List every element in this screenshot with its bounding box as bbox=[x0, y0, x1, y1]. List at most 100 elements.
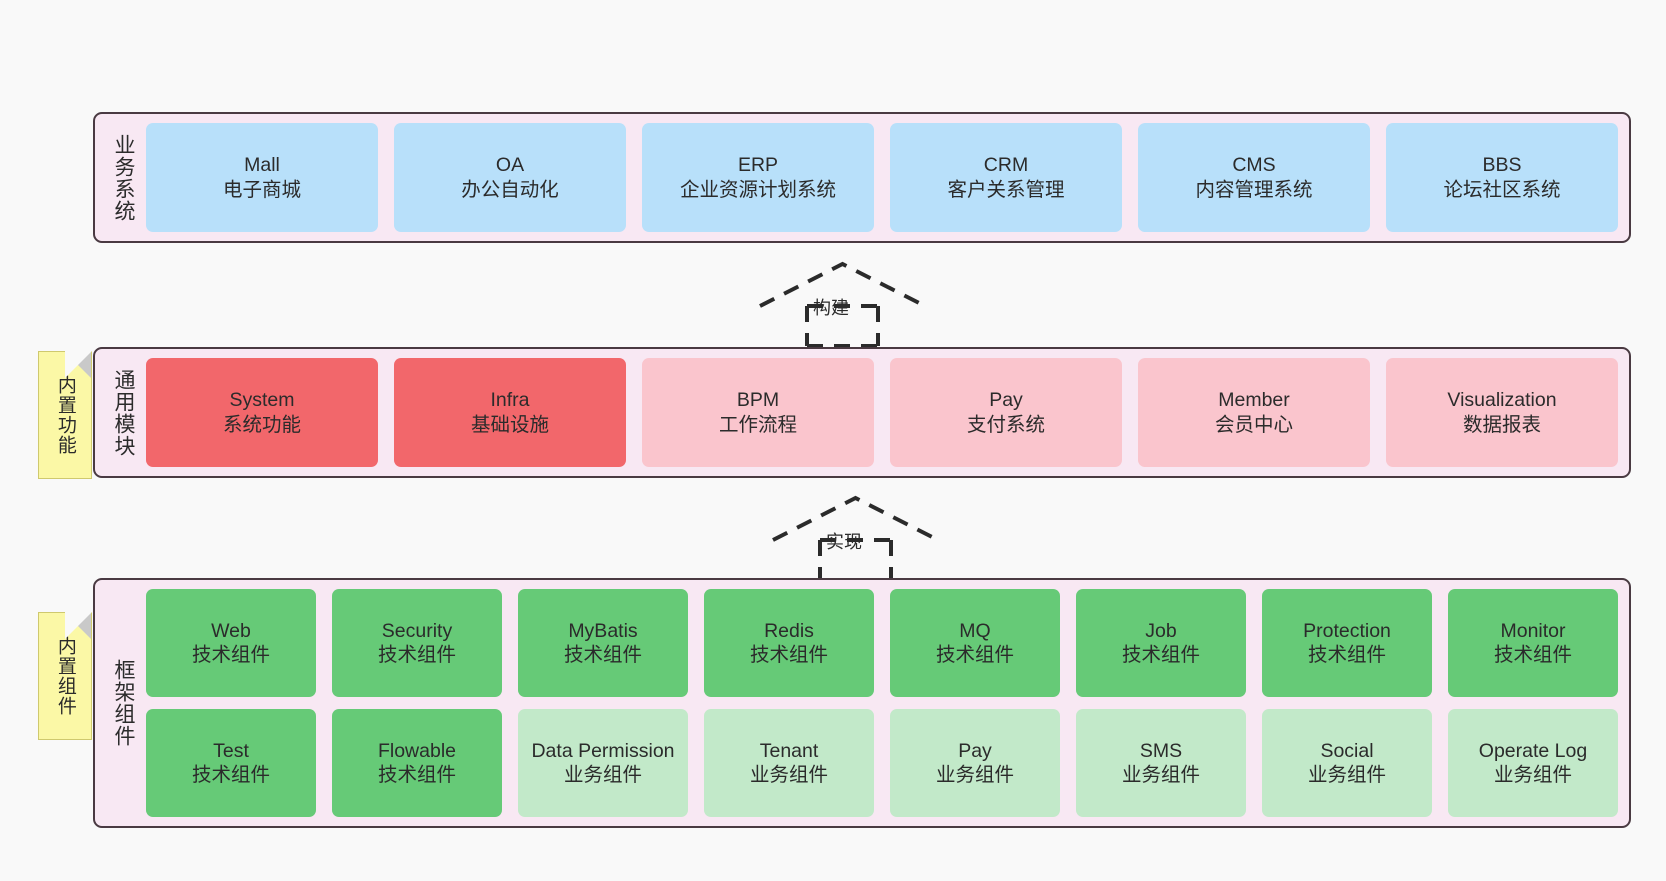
connector-label-build: 构建 bbox=[813, 298, 849, 318]
node-label-cn: 技术组件 bbox=[563, 644, 642, 666]
node-label-cn: 业务组件 bbox=[563, 764, 642, 786]
layer-title-common: 通用模块 bbox=[111, 368, 135, 457]
node-label-cn: 业务组件 bbox=[1307, 764, 1386, 786]
layer-body-framework: Web 技术组件 Security 技术组件 MyBatis 技术组件 Redi… bbox=[146, 589, 1618, 817]
node-mq[interactable]: MQ 技术组件 bbox=[890, 589, 1060, 697]
node-row: Test 技术组件 Flowable 技术组件 Data Permission … bbox=[146, 709, 1618, 817]
node-label-cn: 技术组件 bbox=[1493, 644, 1572, 666]
node-label-cn: 技术组件 bbox=[377, 644, 456, 666]
node-label-cn: 数据报表 bbox=[1462, 413, 1541, 436]
node-mybatis[interactable]: MyBatis 技术组件 bbox=[518, 589, 688, 697]
node-label-en: Security bbox=[381, 619, 453, 642]
node-label-cn: 系统功能 bbox=[222, 413, 301, 436]
node-row: Mall 电子商城 OA 办公自动化 ERP 企业资源计划系统 CRM 客户关系… bbox=[146, 123, 1618, 232]
node-social[interactable]: Social 业务组件 bbox=[1262, 709, 1432, 817]
node-label-en: Pay bbox=[958, 739, 992, 762]
node-label-cn: 工作流程 bbox=[718, 413, 797, 436]
node-test[interactable]: Test 技术组件 bbox=[146, 709, 316, 817]
node-label-cn: 内容管理系统 bbox=[1195, 178, 1313, 201]
node-label-cn: 技术组件 bbox=[191, 644, 270, 666]
node-web[interactable]: Web 技术组件 bbox=[146, 589, 316, 697]
node-label-cn: 会员中心 bbox=[1214, 413, 1293, 436]
node-label-cn: 技术组件 bbox=[191, 764, 270, 786]
connector-implement-arrow: 实现 bbox=[768, 492, 943, 582]
node-label-en: Pay bbox=[989, 389, 1023, 412]
node-label-en: Social bbox=[1320, 739, 1374, 762]
node-label-en: CRM bbox=[983, 154, 1029, 177]
node-oa[interactable]: OA 办公自动化 bbox=[394, 123, 626, 232]
node-label-cn: 客户关系管理 bbox=[947, 178, 1065, 201]
layer-title-framework: 框架组件 bbox=[111, 659, 135, 747]
node-label-cn: 技术组件 bbox=[1307, 644, 1386, 666]
node-label-en: SMS bbox=[1139, 739, 1183, 762]
node-security[interactable]: Security 技术组件 bbox=[332, 589, 502, 697]
layer-business-system[interactable]: 业务系统 Mall 电子商城 OA 办公自动化 ERP 企业资源计划系统 CRM… bbox=[93, 112, 1631, 243]
node-label-cn: 业务组件 bbox=[749, 764, 828, 786]
node-sms[interactable]: SMS 业务组件 bbox=[1076, 709, 1246, 817]
node-label-cn: 业务组件 bbox=[935, 764, 1014, 786]
node-label-cn: 技术组件 bbox=[1121, 644, 1200, 666]
page-fold-cover-icon bbox=[65, 612, 92, 639]
node-pay[interactable]: Pay 支付系统 bbox=[890, 358, 1122, 467]
node-mall[interactable]: Mall 电子商城 bbox=[146, 123, 378, 232]
node-crm[interactable]: CRM 客户关系管理 bbox=[890, 123, 1122, 232]
node-label-en: Operate Log bbox=[1478, 739, 1588, 762]
node-label-en: System bbox=[229, 389, 295, 412]
node-label-cn: 业务组件 bbox=[1493, 764, 1572, 786]
connector-build-arrow: 构建 bbox=[755, 258, 930, 348]
node-label-cn: 技术组件 bbox=[749, 644, 828, 666]
node-label-cn: 电子商城 bbox=[222, 178, 301, 201]
node-flowable[interactable]: Flowable 技术组件 bbox=[332, 709, 502, 817]
node-bpm[interactable]: BPM 工作流程 bbox=[642, 358, 874, 467]
node-label-en: MQ bbox=[959, 619, 991, 642]
layer-body-common: System 系统功能 Infra 基础设施 BPM 工作流程 Pay 支付系统… bbox=[146, 358, 1618, 467]
sticky-note-label: 内置功能 bbox=[54, 375, 76, 455]
node-label-en: BBS bbox=[1482, 154, 1522, 177]
node-label-cn: 业务组件 bbox=[1121, 764, 1200, 786]
layer-framework-component[interactable]: 框架组件 Web 技术组件 Security 技术组件 MyBatis 技术组件… bbox=[93, 578, 1631, 828]
layer-title-business: 业务系统 bbox=[111, 133, 135, 222]
node-label-en: Web bbox=[211, 619, 251, 642]
node-protection[interactable]: Protection 技术组件 bbox=[1262, 589, 1432, 697]
node-cms[interactable]: CMS 内容管理系统 bbox=[1138, 123, 1370, 232]
node-label-en: ERP bbox=[737, 154, 779, 177]
node-label-en: Mall bbox=[244, 154, 280, 177]
node-label-en: Visualization bbox=[1447, 389, 1557, 412]
node-infra[interactable]: Infra 基础设施 bbox=[394, 358, 626, 467]
node-label-en: Flowable bbox=[377, 739, 457, 762]
node-system[interactable]: System 系统功能 bbox=[146, 358, 378, 467]
node-label-en: Tenant bbox=[759, 739, 819, 762]
node-label-cn: 论坛社区系统 bbox=[1443, 178, 1561, 201]
node-monitor[interactable]: Monitor 技术组件 bbox=[1448, 589, 1618, 697]
node-label-cn: 技术组件 bbox=[377, 764, 456, 786]
node-visualization[interactable]: Visualization 数据报表 bbox=[1386, 358, 1618, 467]
node-row: System 系统功能 Infra 基础设施 BPM 工作流程 Pay 支付系统… bbox=[146, 358, 1618, 467]
node-label-en: Member bbox=[1218, 389, 1290, 412]
sticky-note-builtin-components[interactable]: 内置组件 bbox=[38, 612, 92, 740]
connector-label-implement: 实现 bbox=[826, 532, 862, 552]
node-row: Web 技术组件 Security 技术组件 MyBatis 技术组件 Redi… bbox=[146, 589, 1618, 697]
node-job[interactable]: Job 技术组件 bbox=[1076, 589, 1246, 697]
node-data-permission[interactable]: Data Permission 业务组件 bbox=[518, 709, 688, 817]
sticky-note-label: 内置组件 bbox=[54, 636, 76, 716]
layer-body-business: Mall 电子商城 OA 办公自动化 ERP 企业资源计划系统 CRM 客户关系… bbox=[146, 123, 1618, 232]
node-label-en: CMS bbox=[1232, 154, 1276, 177]
node-label-en: Redis bbox=[764, 619, 814, 642]
node-label-en: Test bbox=[213, 739, 249, 762]
node-pay-business[interactable]: Pay 业务组件 bbox=[890, 709, 1060, 817]
node-redis[interactable]: Redis 技术组件 bbox=[704, 589, 874, 697]
node-bbs[interactable]: BBS 论坛社区系统 bbox=[1386, 123, 1618, 232]
node-member[interactable]: Member 会员中心 bbox=[1138, 358, 1370, 467]
node-label-cn: 基础设施 bbox=[470, 413, 549, 436]
node-label-cn: 企业资源计划系统 bbox=[679, 178, 836, 201]
node-label-cn: 支付系统 bbox=[966, 413, 1045, 436]
node-erp[interactable]: ERP 企业资源计划系统 bbox=[642, 123, 874, 232]
layer-common-module[interactable]: 通用模块 System 系统功能 Infra 基础设施 BPM 工作流程 Pay… bbox=[93, 347, 1631, 478]
node-label-en: Monitor bbox=[1500, 619, 1566, 642]
node-label-en: Job bbox=[1145, 619, 1177, 642]
node-label-en: Infra bbox=[490, 389, 530, 412]
sticky-note-builtin-functions[interactable]: 内置功能 bbox=[38, 351, 92, 479]
node-operate-log[interactable]: Operate Log 业务组件 bbox=[1448, 709, 1618, 817]
node-tenant[interactable]: Tenant 业务组件 bbox=[704, 709, 874, 817]
node-label-cn: 办公自动化 bbox=[461, 178, 559, 201]
